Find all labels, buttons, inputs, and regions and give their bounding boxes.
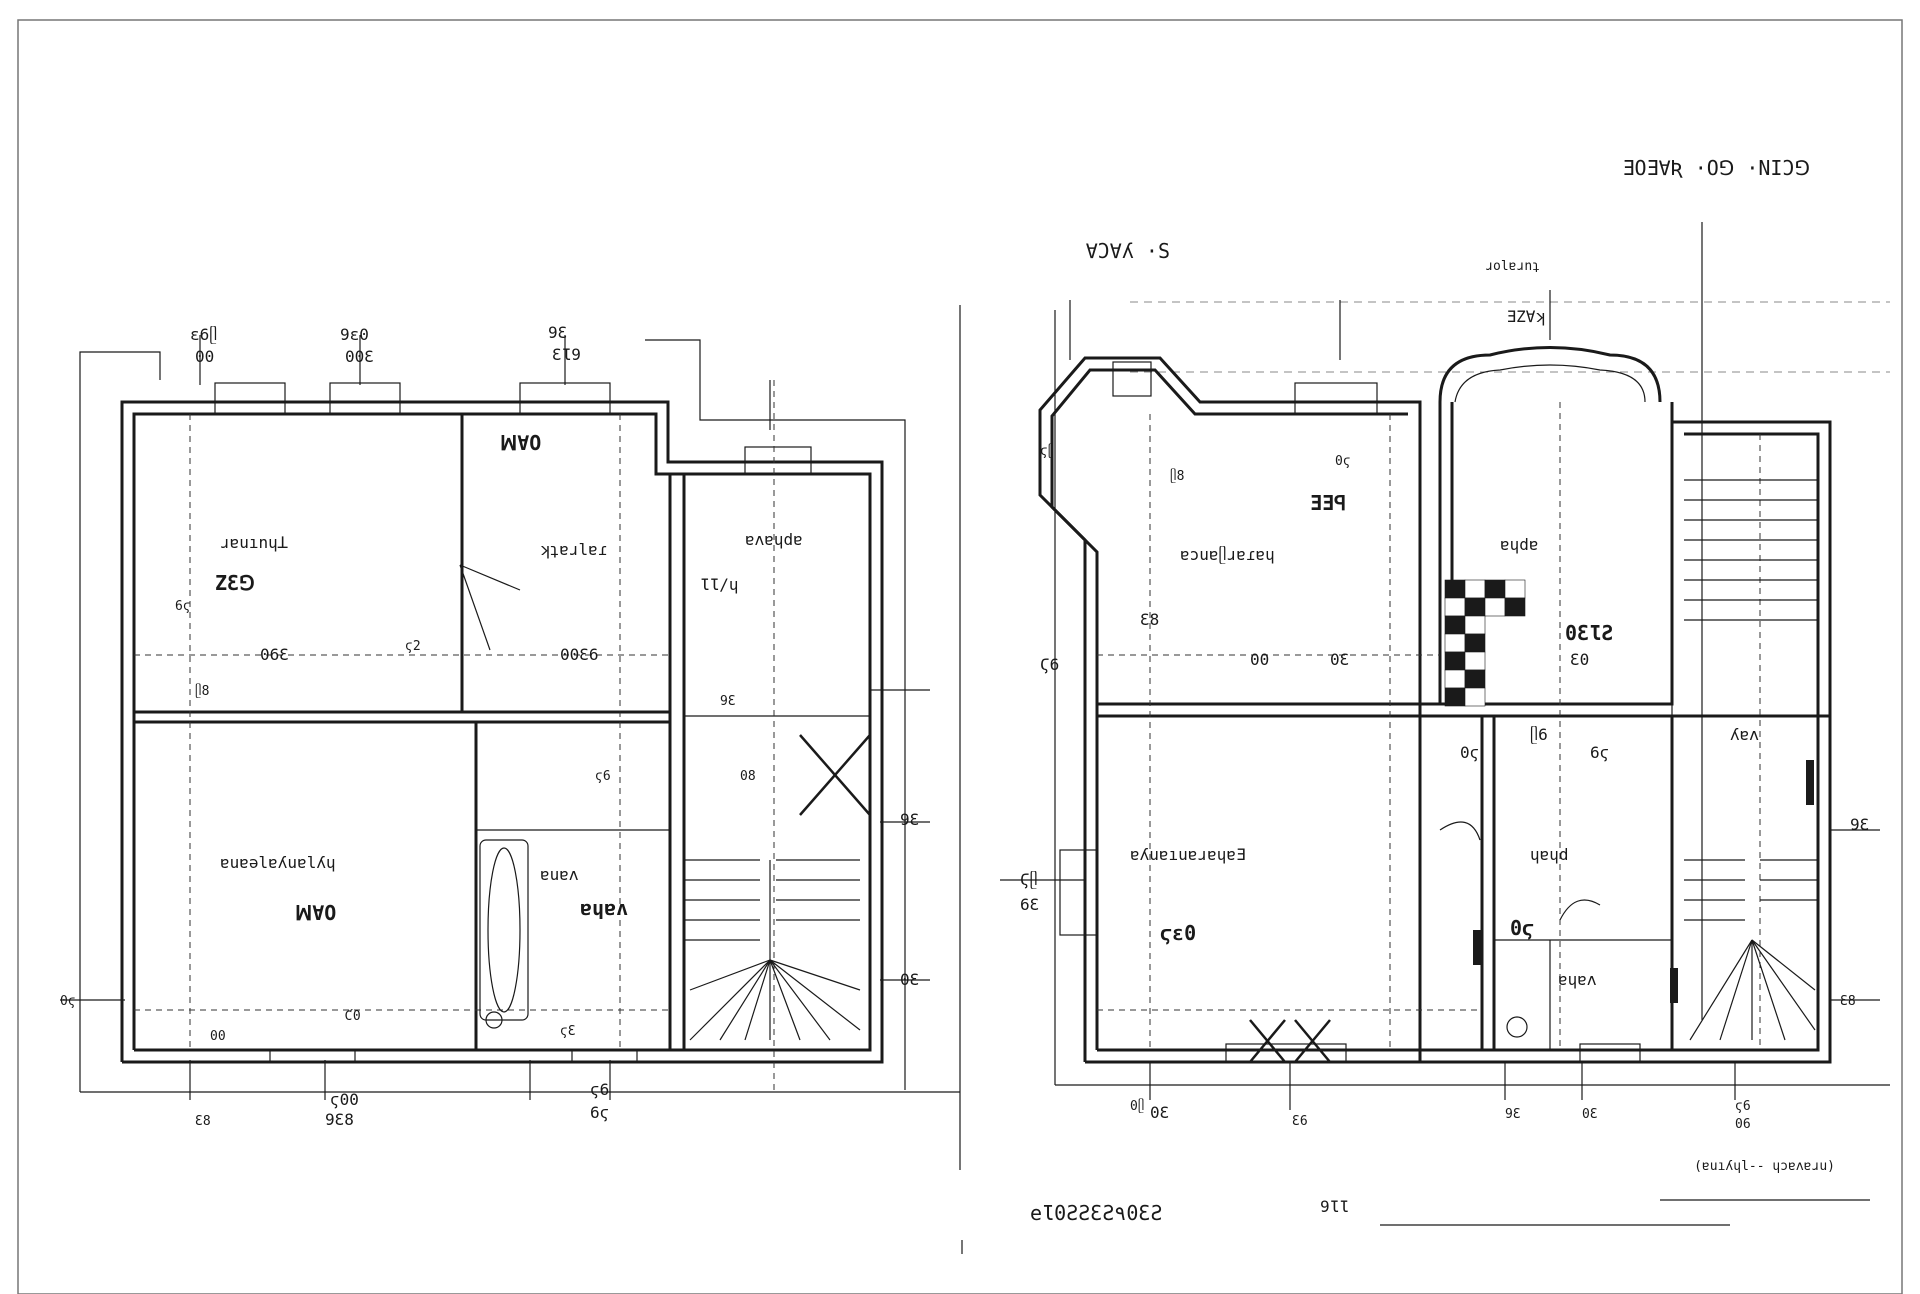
left-dimension-6: 06Ɛ [260,645,289,664]
left-room-tm-label: ʞʇɐɹlɐɾ [540,540,607,559]
floor-tile [1484,579,1506,599]
right-dimension-4: ᥫ6 [1530,725,1548,744]
floor-tile [1484,597,1506,617]
right-small-number-2: 0ϛ [1335,454,1351,469]
right-dimension-9: 6ϛ [1590,743,1609,762]
right-dimension-6: Ϛᥫ [1020,870,1038,889]
left-small-number-5: ϛƐ [560,1024,576,1039]
right-room-bm-sub: 0ϛ [1510,916,1534,940]
floor-tile [1464,597,1486,617]
right-small-number-3: 0ᥫ [1130,1098,1144,1114]
left-small-number-10: Ɛ8 [195,1114,211,1129]
right-small-number-4: Ɛ6 [1292,1114,1308,1129]
floor-tile [1444,615,1466,635]
right-dimension-11: 0Ɛ [1150,1103,1169,1122]
left-room-bl-sub: ꟽ∀O [295,901,336,925]
right-room-tl-label: ɐɔuɐᥫɹɐɾɐɥ [1180,545,1275,564]
right-dimension-5: 6Ɛ [1020,895,1039,914]
left-small-number-4: Ƈ0 [345,1009,361,1024]
right-small-number-6: 0Ɛ [1582,1107,1598,1122]
left-room-tl-label: ɹɐuınɥꓕ [220,533,288,552]
right-room-bl-label: ɐʎuɐıuɐɹɐɥɐƎ [1130,845,1246,864]
left-small-number-1: 6ϛ [175,599,191,614]
left-dimension-10: ϛ6 [590,1080,609,1099]
left-small-number-8: 00 [210,1029,226,1044]
sheet-title: ƎOƎ∀Ʀ ·O⅁ ·NIƆ⅁ [1622,156,1810,180]
left-small-number-0: ᥫ8 [195,683,209,699]
signature-note: (ɐuıʎɥl-- ɥɔɐʌɐɹu) [1694,1159,1835,1174]
left-room-tm-sub: ꟽ∀O [500,431,541,455]
left-room-bm-sub: ɐɥɐʌ [580,896,628,920]
floor-tile [1464,669,1486,689]
left-small-number-3: ϛ6 [595,769,611,784]
left-dimension-0: ɛ6ᥫ [190,325,217,344]
bottom-note: eƖ0ƧƧƐƧ٩0ƐƧ [1030,1201,1162,1225]
right-dimension-8: 0ϛ [1460,743,1479,762]
left-dimension-13: 0Ɛ [900,970,919,989]
left-small-number-7: 08 [740,769,756,784]
right-room-bl-sub: ϛɛ0 [1160,921,1196,945]
top-right-note: ɹolɐɹnʇ [1485,259,1540,274]
left-dimension-7: 00Ɛ6 [560,645,599,664]
left-room-bl-label: ɐuɐǝlɐʎuɐlʎɥ [220,853,336,872]
right-dimension-1: 00 [1250,650,1269,669]
right-room-tm-label: ɐɥdɐ [1500,535,1539,554]
floor-tile [1444,669,1466,689]
left-small-number-6: 9Ɛ [720,694,736,709]
right-room-bm-label: ɥɐɥd [1530,845,1569,864]
floor-tile-pattern [1444,579,1526,707]
floor-tile [1464,687,1486,707]
left-room-tr-sub: ƖƖ/ɥ [700,575,739,594]
left-room-bm-label: ɐuɐʌ [540,865,579,884]
floor-tile [1444,579,1466,599]
bottom-note-small: 9ƖƖ [1320,1197,1349,1216]
floor-tile [1444,651,1466,671]
right-room-br-sub: ʎɐʌ [1730,725,1759,744]
floor-tile [1464,579,1486,599]
floor-tile [1504,579,1526,599]
left-dimension-2: 9ɛ0 [340,325,369,344]
left-dimension-9: 9Ɛ8 [325,1110,354,1129]
right-small-number-5: 9Ɛ [1505,1107,1521,1122]
right-small-number-7: ϛ6 [1735,1099,1751,1114]
left-dimension-12: 9Ɛ [900,810,919,829]
right-room-br-label: ɐɥɐʌ [1558,970,1597,989]
left-dimension-3: 00Ɛ [345,347,374,366]
left-small-number-9: 0ϛ [60,994,76,1009]
floor-tile [1464,633,1486,653]
right-small-number-0: ϛᥫ [1040,443,1054,459]
right-room-tl-sub: ƎƎꟼ [1310,491,1346,515]
left-small-number-2: ϛ2 [405,639,421,654]
right-dimension-3: Ɛ8 [1140,610,1159,629]
right-room-tm-sub: 0ƐƖƧ [1565,621,1613,645]
floor-tile [1464,651,1486,671]
top-right-arrow-label: ƎZ∀ʞ [1506,307,1545,326]
right-floor-plan [1000,222,1890,1110]
floor-tile [1504,597,1526,617]
floor-tile [1464,615,1486,635]
left-room-tr-label: ɐʌɐɥdɐ [745,530,803,549]
right-small-number-1: ᥫ8 [1170,468,1184,484]
right-dimension-10: 9Ɛ [1850,815,1869,834]
left-floor-plan [60,335,960,1100]
left-room-tl-sub: ZƐ⅁ [215,571,255,595]
right-small-number-9: Ɛ8 [1840,994,1856,1009]
right-dimension-labels: Ϛ6 00 0Ɛ Ɛ8 ᥫ6 6Ɛ Ϛᥫ Ɛ0 0ϛ 6ϛ 9Ɛ 0Ɛ ϛᥫ ᥫ8 0ϛ 0ᥫ Ɛ6 9Ɛ 0Ɛ ϛ6… [1020,443,1869,1132]
left-dimension-8: ϛ00 [330,1090,359,1109]
right-dimension-7: Ɛ0 [1570,650,1589,669]
left-dimension-5: ƐƖ9 [552,345,581,364]
floor-tile [1444,597,1466,617]
right-dimension-2: 0Ɛ [1330,650,1349,669]
plan-label-right: ∀Ɔ∀ʎ ·S [1086,239,1170,263]
left-dimension-11: 6ϛ [590,1103,609,1122]
right-dimension-0: Ϛ6 [1040,655,1059,674]
right-small-number-8: 06 [1735,1117,1751,1132]
left-dimension-4: 9Ɛ [548,323,567,342]
left-dimension-1: 00 [195,347,214,366]
floor-tile [1444,633,1466,653]
floor-tile [1444,687,1466,707]
